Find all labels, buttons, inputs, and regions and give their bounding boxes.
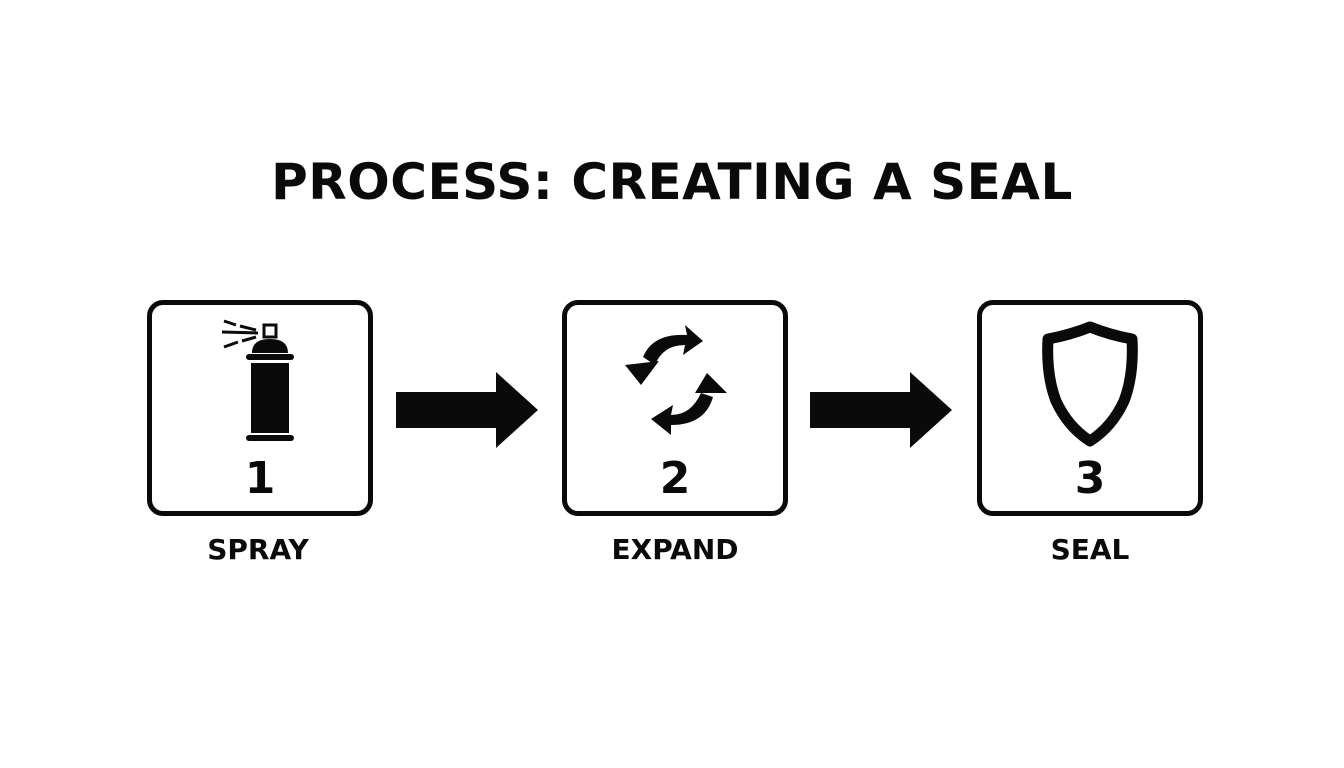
arrow-right-icon [396,372,538,448]
step-label-expand: EXPAND [611,533,739,566]
step-label-spray: SPRAY [207,533,309,566]
step-box-seal: 3 [977,300,1203,516]
shield-icon [1042,321,1138,447]
step-box-expand: 2 [562,300,788,516]
arrow-right-icon [810,372,952,448]
step-label-seal: SEAL [1050,533,1130,566]
step-box-spray: 1 [147,300,373,516]
step-number: 3 [1074,453,1106,504]
cycle-arrows-icon [625,325,727,435]
spray-can-icon [221,319,294,441]
page-title: PROCESS: CREATING A SEAL [271,153,1073,211]
step-number: 2 [659,453,691,504]
step-number: 1 [244,453,276,504]
